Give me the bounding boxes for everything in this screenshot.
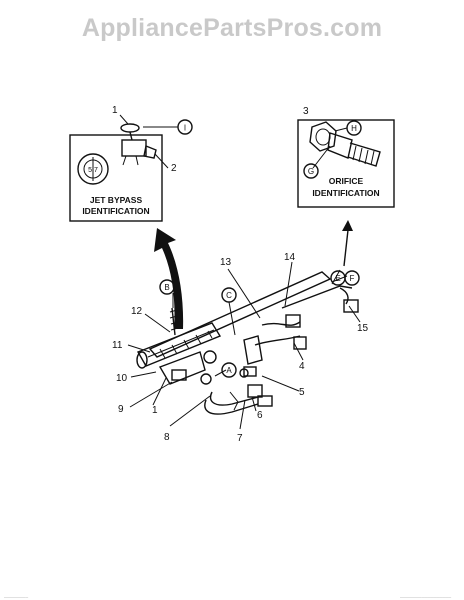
orifice-box: ORIFICE IDENTIFICATION xyxy=(297,119,395,208)
svg-text:I: I xyxy=(184,124,186,133)
callout-2: 2 xyxy=(171,163,177,174)
footer-right: _________________ xyxy=(400,592,452,598)
callout-9: 9 xyxy=(118,404,124,415)
svg-text:E: E xyxy=(335,274,340,283)
callout-10: 10 xyxy=(116,373,128,384)
marker-A: A xyxy=(221,362,237,378)
orifice-part xyxy=(309,121,381,169)
callout-7: 7 xyxy=(237,433,243,444)
callout-4: 4 xyxy=(299,361,305,372)
orifice-frame xyxy=(297,119,395,208)
callout-labels: 1 2 3 4 5 6 7 8 9 10 11 12 13 14 15 1 xyxy=(112,105,369,444)
leader-lines xyxy=(127,261,361,430)
letter-markers: I H G B C A E xyxy=(159,119,362,378)
callout-6: 6 xyxy=(257,410,263,421)
arrow-to-orifice-shaft xyxy=(343,229,349,267)
jet-bypass-caption-2: IDENTIFICATION xyxy=(82,206,149,216)
marker-B: B xyxy=(159,279,175,295)
jet-bypass-caption-1: JET BYPASS xyxy=(90,195,143,205)
orifice-caption-1: ORIFICE xyxy=(329,176,364,186)
jet-bypass-disc xyxy=(77,153,109,185)
gas-valve xyxy=(158,351,206,385)
marker-G: G xyxy=(303,163,319,179)
marker-C: C xyxy=(221,287,237,303)
arrow-to-orifice-head xyxy=(342,220,353,231)
arrow-to-jet-bypass xyxy=(154,228,184,329)
callout-13: 13 xyxy=(220,257,232,268)
jet-bypass-box: 5 7 JET BYPASS IDENTIFICATION xyxy=(69,114,178,222)
callout-1-lower: 1 xyxy=(152,405,158,416)
callout-12: 12 xyxy=(131,306,143,317)
burner-body xyxy=(136,322,222,367)
jet-bypass-valve xyxy=(120,123,157,166)
jet-bypass-code: 5 7 xyxy=(88,167,98,174)
svg-text:A: A xyxy=(226,366,232,375)
footer-left: ________ xyxy=(4,592,29,598)
marker-I: I xyxy=(177,119,193,135)
marker-E-F: E F xyxy=(330,270,360,286)
callout-15: 15 xyxy=(357,323,369,334)
watermark: AppliancePartsPros.com xyxy=(81,14,383,42)
callout-8: 8 xyxy=(164,432,170,443)
svg-text:F: F xyxy=(350,274,355,283)
orifice-caption-2: IDENTIFICATION xyxy=(312,188,379,198)
jet-bypass-frame xyxy=(69,134,163,222)
marker-H: H xyxy=(346,120,362,136)
svg-text:C: C xyxy=(226,291,232,300)
callout-5: 5 xyxy=(299,387,305,398)
callout-14: 14 xyxy=(284,252,296,263)
svg-text:B: B xyxy=(164,283,169,292)
callout-1: 1 xyxy=(112,105,118,116)
callout-11: 11 xyxy=(112,340,123,351)
callout-3: 3 xyxy=(303,106,309,117)
gas-manifold-assembly xyxy=(136,269,359,415)
svg-text:G: G xyxy=(308,167,314,176)
svg-text:H: H xyxy=(351,124,357,133)
